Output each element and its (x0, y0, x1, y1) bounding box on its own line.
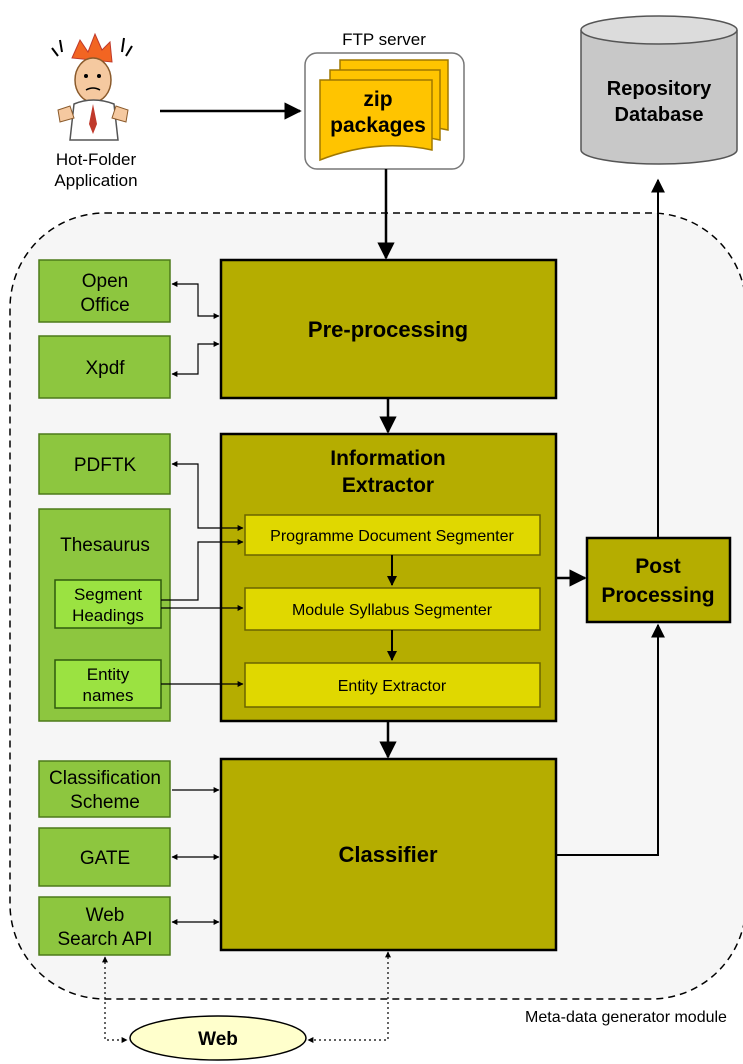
ftp-label: FTP server (342, 30, 426, 49)
post-processing-box (585, 536, 732, 624)
hot-folder-label-line2: Application (54, 171, 137, 190)
entity-extractor-box (244, 662, 541, 708)
web-ellipse (129, 1015, 307, 1061)
entity-names-line1: Entity (87, 665, 130, 684)
open-office-line2: Office (80, 295, 129, 316)
information-extractor-line1: Information (330, 447, 446, 470)
dotted-classifier-web (307, 951, 391, 1043)
zip-packages-line2: packages (330, 114, 426, 137)
classifier-label: Classifier (338, 842, 437, 867)
open-office-line1: Open (82, 271, 128, 292)
classifier-box (219, 757, 558, 952)
arrow-classifier-to-post (556, 623, 665, 856)
segment-headings-box (54, 579, 162, 629)
connector-pdftk-programme (171, 461, 244, 531)
hot-folder-label-line1: Hot-Folder (56, 150, 137, 169)
thesaurus-label: Thesaurus (60, 535, 150, 556)
zip-packages-line1: zip (363, 88, 392, 111)
open-office-box (38, 259, 171, 323)
connector-openoffice-preprocessing (171, 281, 220, 319)
preprocessing-label: Pre-processing (308, 317, 468, 342)
repository-line1: Repository (607, 78, 712, 100)
module-segmenter-label: Module Syllabus Segmenter (292, 602, 493, 619)
classification-scheme-box (38, 760, 171, 818)
web-search-api-line1: Web (86, 905, 125, 926)
connector-segment-programme (161, 539, 244, 601)
gate-label: GATE (80, 848, 130, 869)
classification-scheme-line2: Scheme (70, 792, 140, 813)
segment-headings-line1: Segment (74, 585, 142, 604)
programme-segmenter-label: Programme Document Segmenter (270, 528, 514, 545)
programme-segmenter-box (244, 514, 541, 556)
entity-names-line2: names (82, 686, 133, 705)
module-segmenter-box (244, 587, 541, 631)
web-label: Web (198, 1029, 238, 1050)
repository-line2: Database (615, 104, 704, 126)
information-extractor-line2: Extractor (342, 474, 434, 497)
module-label: Meta-data generator module (525, 1009, 727, 1026)
repository-database-icon (580, 15, 738, 165)
web-search-api-line2: Search API (57, 929, 152, 950)
connector-xpdf-preprocessing (171, 341, 220, 377)
pdftk-box (38, 433, 171, 495)
entity-names-box (54, 659, 162, 709)
web-search-api-box (38, 896, 171, 956)
xpdf-box (38, 335, 171, 399)
classification-scheme-line1: Classification (49, 768, 161, 789)
pdftk-label: PDFTK (74, 455, 137, 476)
post-processing-line2: Processing (601, 584, 714, 607)
zip-packages-icon (319, 59, 449, 162)
gate-box (38, 827, 171, 887)
post-processing-line1: Post (635, 555, 681, 578)
xpdf-label: Xpdf (85, 358, 125, 379)
entity-extractor-label: Entity Extractor (338, 678, 447, 695)
hot-folder-person-icon (51, 32, 133, 141)
segment-headings-line2: Headings (72, 606, 144, 625)
